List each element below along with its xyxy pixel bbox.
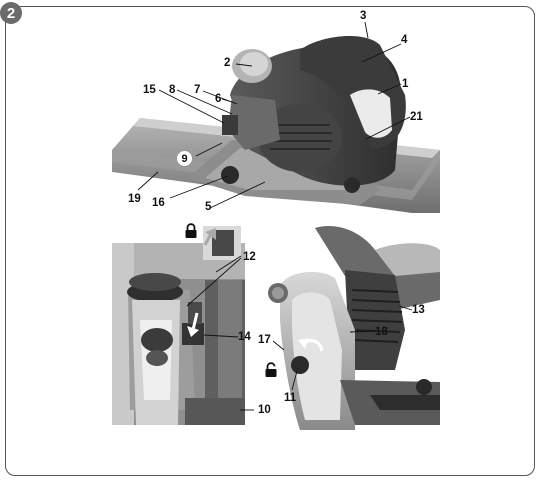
callout-2: 2 [224,57,231,69]
callout-leader-lines [137,21,413,411]
arrow-up-icon [203,228,216,246]
arrow-down-icon [187,312,199,337]
callout-19: 19 [128,193,141,205]
lock-open-icon [265,362,277,377]
callout-15: 15 [143,84,156,96]
bottom-right-photo-blade-change [268,225,440,430]
rotate-arrow-icon [298,338,324,352]
callout-7: 7 [194,84,201,96]
figure-frame [5,6,535,476]
callout-11: 11 [284,392,297,404]
callout-8: 8 [169,84,176,96]
callout-6: 6 [215,93,222,105]
callout-4: 4 [401,34,408,46]
callout-5: 5 [205,201,212,213]
callout-1: 1 [402,78,409,90]
lock-closed-icon [185,223,197,238]
callout-17: 17 [258,334,271,346]
callout-12: 12 [243,251,256,263]
callout-10: 10 [258,404,271,416]
callout-3: 3 [360,10,367,22]
callout-9: 9 [177,151,192,166]
callout-16: 16 [152,197,165,209]
bottom-left-photo-depth-lock [112,226,245,425]
callout-13: 13 [412,304,425,316]
top-photo-saw-on-rail [112,35,440,213]
step-number-badge: 2 [0,2,22,24]
callout-21: 21 [410,111,423,123]
callout-18: 18 [375,326,388,338]
callout-14: 14 [238,331,251,343]
